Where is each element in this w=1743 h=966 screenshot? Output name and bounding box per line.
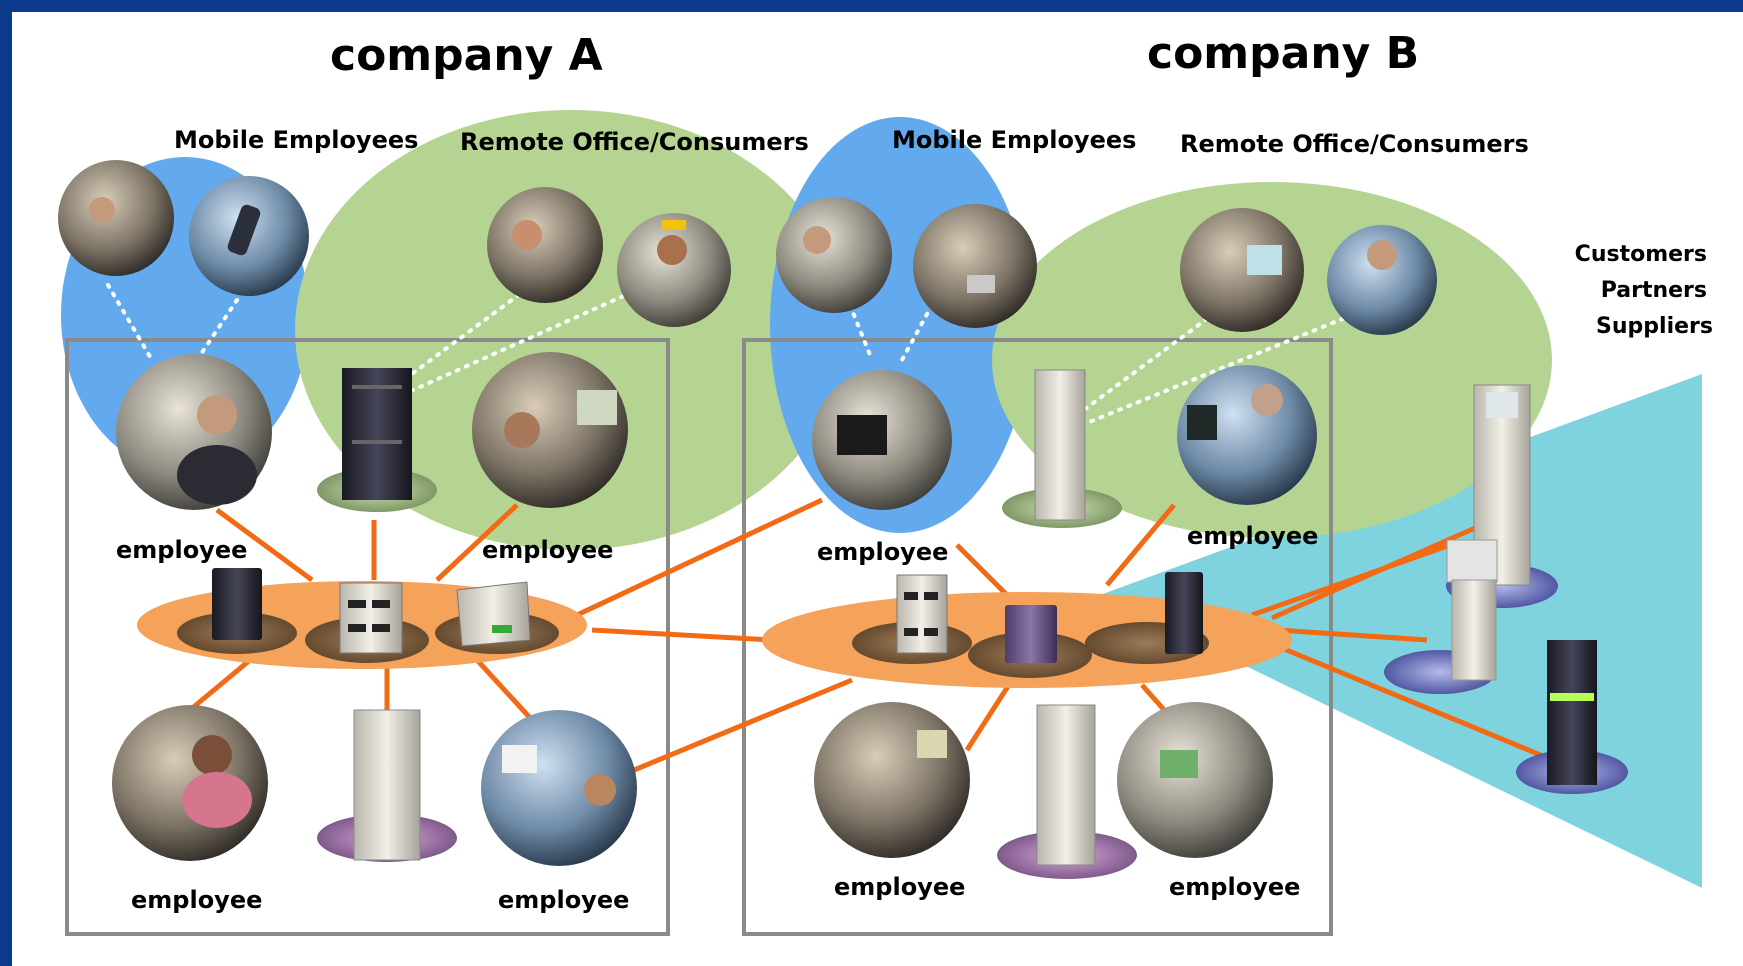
server-icon <box>1005 605 1057 663</box>
workstation-icon <box>1446 539 1498 681</box>
remote-photo-a1 <box>487 187 603 303</box>
company-a-frame <box>65 338 670 936</box>
partners-label: Partners <box>1600 278 1707 303</box>
employee-label: employee <box>498 886 630 914</box>
mobile-photo-b2 <box>913 204 1037 328</box>
company-b-mobile-label: Mobile Employees <box>892 126 1137 154</box>
company-a-mobile-label: Mobile Employees <box>174 126 419 154</box>
server-icon <box>896 574 948 654</box>
server-icon <box>456 581 531 647</box>
employee-label: employee <box>1169 873 1301 901</box>
employee-label: employee <box>131 886 263 914</box>
employee-photo-a4 <box>481 710 637 866</box>
server-icon <box>1034 369 1086 521</box>
company-a-remote-bubble <box>295 110 847 550</box>
employee-label: employee <box>116 536 248 564</box>
server-icon <box>342 368 412 500</box>
employee-photo-a3 <box>112 705 268 861</box>
employee-label: employee <box>834 873 966 901</box>
top-border <box>0 0 1743 12</box>
diagram-canvas: company A company B Mobile Employees Rem… <box>12 0 1743 966</box>
employee-label: employee <box>817 538 949 566</box>
remote-photo-b2 <box>1327 225 1437 335</box>
remote-photo-a2 <box>617 213 731 327</box>
storage-server-icon <box>353 709 421 861</box>
employee-photo-a1 <box>116 354 272 510</box>
mobile-photo-a2 <box>189 176 309 296</box>
remote-photo-b1 <box>1180 208 1304 332</box>
company-a-title: company A <box>330 30 603 81</box>
server-icon <box>212 568 262 640</box>
employee-photo-b4 <box>1117 702 1273 858</box>
employee-photo-b2 <box>1177 365 1317 505</box>
customers-label: Customers <box>1574 242 1707 267</box>
employee-photo-b3 <box>814 702 970 858</box>
left-border <box>0 0 12 966</box>
company-a-remote-label: Remote Office/Consumers <box>460 128 809 156</box>
network-diagram <box>58 110 1702 936</box>
company-b-title: company B <box>1147 28 1420 79</box>
company-b-remote-label: Remote Office/Consumers <box>1180 130 1529 158</box>
network-links <box>188 497 1573 778</box>
employee-label: employee <box>1187 522 1319 550</box>
employee-label: employee <box>482 536 614 564</box>
mobile-photo-a1 <box>58 160 174 276</box>
suppliers-label: Suppliers <box>1596 314 1713 339</box>
mobile-photo-b1 <box>776 197 892 313</box>
employee-photo-b1 <box>812 370 952 510</box>
server-icon <box>1165 572 1203 654</box>
employee-photo-a2 <box>472 352 628 508</box>
storage-server-icon <box>1036 704 1096 866</box>
server-icon <box>1547 640 1597 785</box>
wireless-links <box>106 283 1354 427</box>
server-icon <box>339 582 403 654</box>
